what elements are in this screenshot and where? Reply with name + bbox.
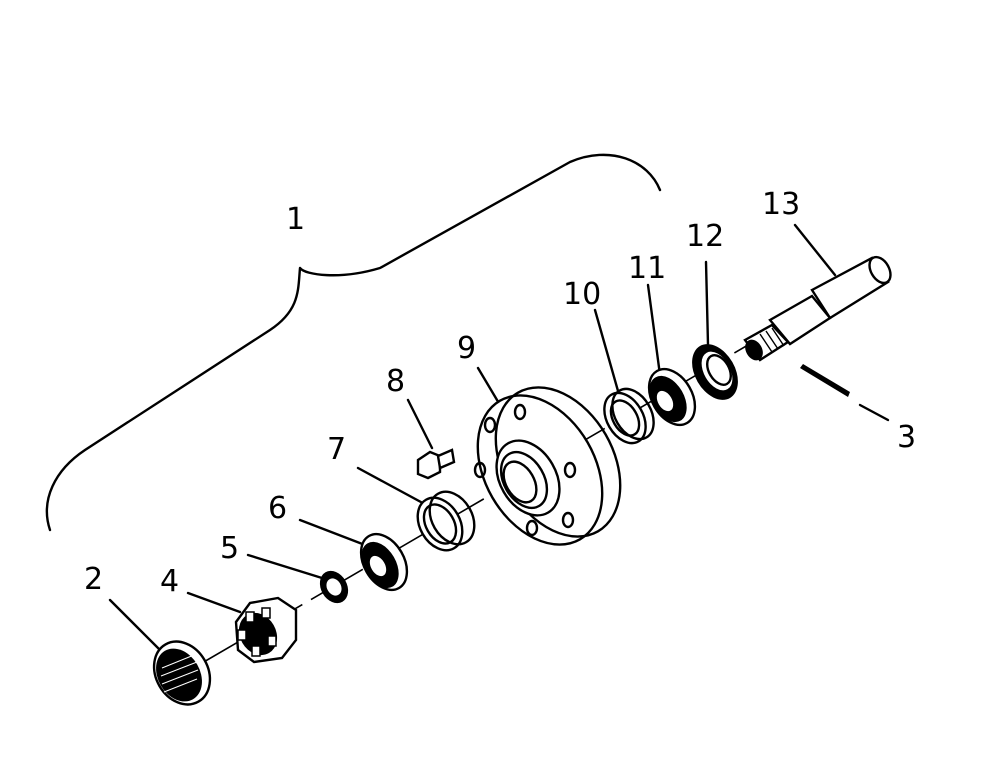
callout-1: 1 <box>286 202 306 237</box>
callout-7: 7 <box>327 432 347 467</box>
grease-cap <box>152 640 212 706</box>
callout-6: 6 <box>268 491 288 526</box>
callout-5: 5 <box>220 531 240 566</box>
inner-bearing-cup <box>603 387 655 445</box>
washer <box>319 570 349 604</box>
inner-bearing-cone <box>647 367 697 427</box>
callout-2: 2 <box>84 562 104 597</box>
outer-bearing-cone <box>359 532 409 592</box>
wheel-bolt <box>416 448 456 480</box>
outer-bearing-cup <box>416 490 476 552</box>
castle-nut <box>234 596 298 664</box>
callout-8: 8 <box>386 364 406 399</box>
callout-3: 3 <box>897 420 917 455</box>
leader-lines <box>108 223 890 657</box>
callout-4: 4 <box>160 564 180 599</box>
callout-10: 10 <box>563 277 602 312</box>
callout-9: 9 <box>457 331 477 366</box>
spindle <box>743 255 892 362</box>
callout-13: 13 <box>762 187 801 222</box>
callout-12: 12 <box>686 219 725 254</box>
callout-11: 11 <box>628 251 667 286</box>
wheel-hub <box>473 386 622 546</box>
assembly-bracket <box>45 153 662 532</box>
grease-seal <box>692 344 738 400</box>
cotter-pin <box>800 364 850 397</box>
